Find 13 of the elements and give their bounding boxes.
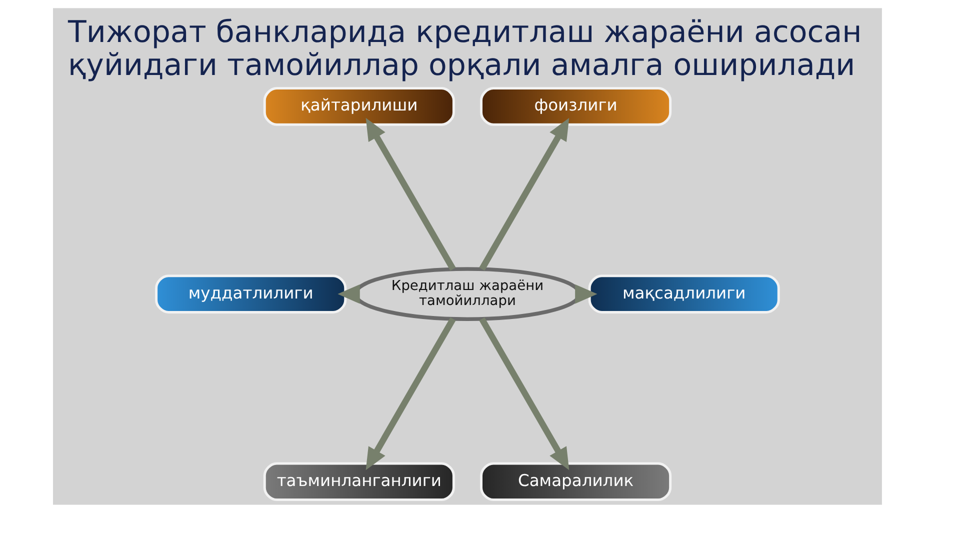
diagram-title: Тижорат банкларида кредитлаш жараёни асосан қуйидаги тамойиллар орқали амалга оширилади bbox=[68, 15, 862, 83]
node-box: фоизлиги bbox=[480, 87, 672, 126]
arrow bbox=[574, 284, 597, 304]
node-box: мақсадлилиги bbox=[588, 274, 780, 314]
node-box: Самаралилик bbox=[480, 462, 672, 502]
arrow bbox=[478, 118, 569, 271]
arrow bbox=[478, 317, 569, 470]
arrow bbox=[337, 284, 360, 304]
node-box: муддатлилиги bbox=[154, 274, 346, 314]
arrow bbox=[365, 118, 456, 271]
node-box: қайтарилиши bbox=[262, 87, 454, 126]
arrow bbox=[365, 317, 456, 470]
node-box: таъминланганлиги bbox=[262, 462, 454, 502]
